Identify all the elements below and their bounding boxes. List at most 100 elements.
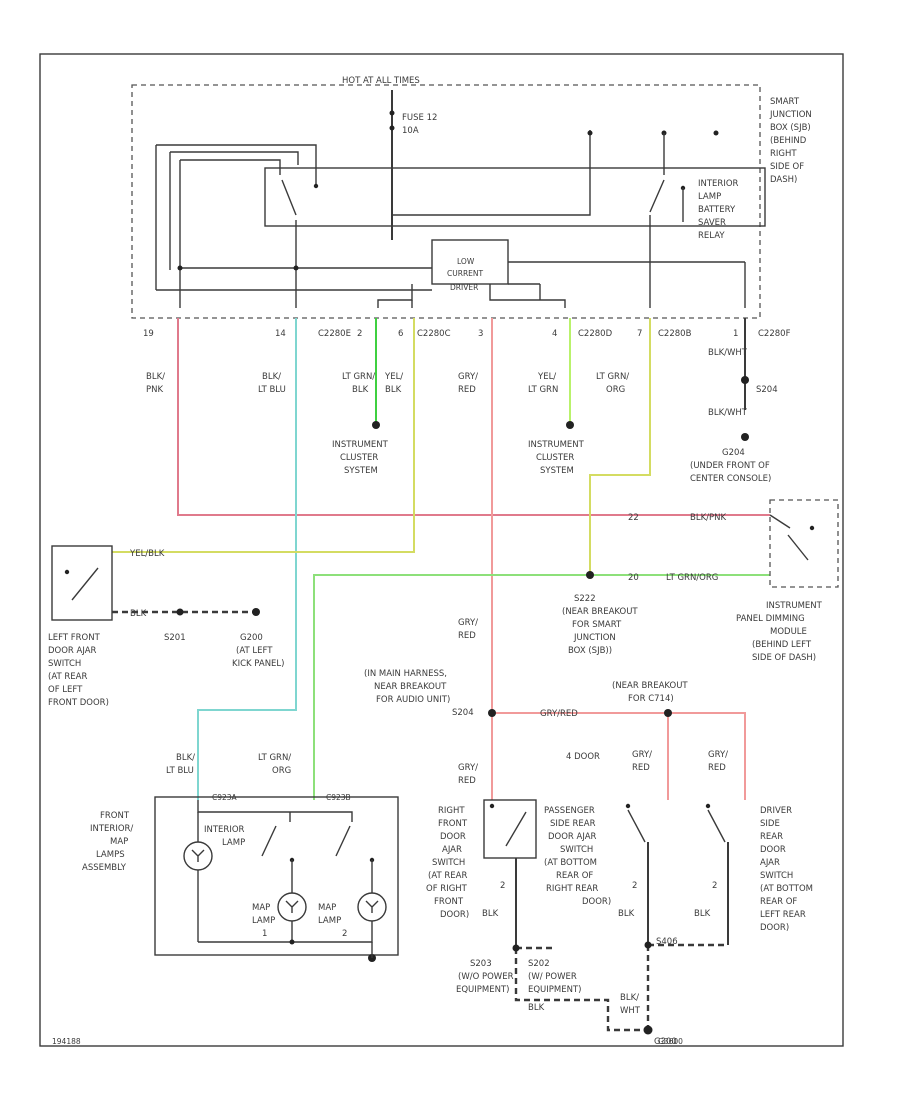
svg-text:RIGHT: RIGHT — [438, 806, 465, 816]
svg-text:RED: RED — [458, 631, 476, 641]
svg-text:FRONT: FRONT — [438, 819, 468, 829]
svg-text:RED: RED — [708, 763, 726, 773]
svg-text:CLUSTER: CLUSTER — [340, 453, 378, 463]
svg-text:BATTERY: BATTERY — [698, 205, 736, 215]
svg-text:RED: RED — [632, 763, 650, 773]
conn-c2280e: C2280E — [318, 329, 351, 339]
svg-text:(AT REAR: (AT REAR — [428, 871, 467, 881]
s406-label: S406 — [656, 937, 678, 947]
pin-14: 14 — [275, 329, 286, 339]
sjb-boundary — [131, 84, 761, 319]
g204-label: G204 (UNDER FRONT OF CENTER CONSOLE) — [690, 448, 771, 484]
map-c-left: C923A — [212, 793, 238, 802]
svg-text:DOOR): DOOR) — [582, 897, 611, 907]
svg-text:S202: S202 — [528, 959, 550, 969]
conn-c2280f: C2280F — [758, 329, 791, 339]
svg-text:JUNCTION: JUNCTION — [573, 633, 616, 643]
svg-text:SWITCH: SWITCH — [560, 845, 593, 855]
svg-text:OF RIGHT: OF RIGHT — [426, 884, 468, 894]
svg-text:RED: RED — [458, 776, 476, 786]
label-blk-ltblu: BLK/LT BLU — [258, 372, 286, 395]
svg-text:MODULE: MODULE — [770, 627, 807, 637]
s203-label: S203 (W/O POWER EQUIPMENT) — [456, 959, 514, 995]
svg-text:SIDE: SIDE — [760, 819, 780, 829]
svg-text:JUNCTION: JUNCTION — [769, 110, 812, 120]
svg-text:(AT BOTTOM: (AT BOTTOM — [760, 884, 813, 894]
wire-ltgrn-org-top — [589, 318, 651, 575]
s201-label: S201 — [164, 633, 186, 643]
svg-text:FRONT DOOR): FRONT DOOR) — [48, 698, 109, 708]
diagram-frame — [39, 53, 844, 1047]
label-ltgrn-blk: LT GRN/BLK — [342, 372, 375, 395]
pin-4: 4 — [552, 329, 557, 339]
svg-text:SMART: SMART — [770, 97, 800, 107]
svg-text:(BEHIND: (BEHIND — [770, 136, 807, 146]
conn-c2280b: C2280B — [658, 329, 692, 339]
rf-door-label: RIGHT FRONT DOOR AJAR SWITCH (AT REAR OF… — [426, 806, 469, 920]
svg-text:BLK/: BLK/ — [176, 753, 195, 763]
svg-text:MAP: MAP — [252, 903, 270, 913]
svg-text:BLK: BLK — [385, 385, 402, 395]
svg-text:PNK: PNK — [146, 385, 163, 395]
svg-text:(AT BOTTOM: (AT BOTTOM — [544, 858, 597, 868]
label-ltgrn-org: LT GRN/ORG — [596, 372, 629, 395]
sjb-label: SMART JUNCTION BOX (SJB) (BEHIND RIGHT S… — [769, 97, 812, 185]
blk-label: BLK — [528, 1003, 545, 1013]
svg-text:GRY/: GRY/ — [458, 763, 478, 773]
label-yel-blk: YEL/BLK — [384, 372, 403, 395]
wire-ltgrn-org — [313, 574, 770, 800]
svg-text:RELAY: RELAY — [698, 231, 725, 241]
svg-text:LT GRN/: LT GRN/ — [258, 753, 291, 763]
svg-text:GRY/: GRY/ — [458, 372, 478, 382]
map-lamp-assembly — [154, 796, 399, 956]
svg-text:REAR: REAR — [760, 832, 783, 842]
figure-id: 194188 — [52, 1037, 81, 1046]
relay-label: INTERIOR LAMP BATTERY SAVER RELAY — [698, 179, 739, 241]
svg-text:INSTRUMENT: INSTRUMENT — [766, 601, 823, 611]
svg-text:2: 2 — [342, 929, 347, 939]
svg-text:G204: G204 — [722, 448, 745, 458]
dr-pin: 2 — [712, 881, 717, 891]
label-blk-wht-2: BLK/WHT — [708, 408, 748, 418]
svg-text:SAVER: SAVER — [698, 218, 726, 228]
svg-text:SWITCH: SWITCH — [760, 871, 793, 881]
svg-text:REAR OF: REAR OF — [760, 897, 797, 907]
wire-yel-blk — [112, 318, 415, 553]
svg-text:DRIVER: DRIVER — [450, 283, 478, 292]
svg-text:DOOR AJAR: DOOR AJAR — [48, 646, 97, 656]
fuse-rating: 10A — [402, 126, 419, 136]
svg-text:LAMP: LAMP — [698, 192, 721, 202]
svg-text:(UNDER FRONT OF: (UNDER FRONT OF — [690, 461, 770, 471]
svg-text:GRY/: GRY/ — [632, 750, 652, 760]
svg-text:SWITCH: SWITCH — [48, 659, 81, 669]
svg-text:1: 1 — [262, 929, 267, 939]
battery-saver-relay — [264, 167, 766, 227]
svg-text:S222: S222 — [574, 594, 596, 604]
svg-text:FOR AUDIO UNIT): FOR AUDIO UNIT) — [376, 695, 450, 705]
svg-text:DOOR AJAR: DOOR AJAR — [548, 832, 597, 842]
svg-text:LAMPS: LAMPS — [96, 850, 125, 860]
svg-text:LT GRN: LT GRN — [528, 385, 558, 395]
svg-text:DRIVER: DRIVER — [760, 806, 792, 816]
svg-text:SIDE OF DASH): SIDE OF DASH) — [752, 653, 816, 663]
svg-text:EQUIPMENT): EQUIPMENT) — [456, 985, 510, 995]
svg-text:CURRENT: CURRENT — [447, 269, 483, 278]
svg-text:SYSTEM: SYSTEM — [540, 466, 574, 476]
map-wire-right: LT GRN/ORG — [258, 753, 291, 776]
svg-text:YEL/: YEL/ — [384, 372, 403, 382]
svg-text:FOR C714): FOR C714) — [628, 694, 674, 704]
svg-text:RIGHT: RIGHT — [770, 149, 797, 159]
svg-text:SIDE OF: SIDE OF — [770, 162, 804, 172]
four-door: 4 DOOR — [566, 752, 600, 762]
ipdm-pin-20: 20 — [628, 573, 639, 583]
svg-text:LT GRN/: LT GRN/ — [342, 372, 375, 382]
blk-bot-label: BLK/WHT — [620, 993, 641, 1016]
svg-text:INTERIOR: INTERIOR — [204, 825, 245, 835]
pin-6: 6 — [398, 329, 403, 339]
label-gry-red: GRY/RED — [458, 372, 478, 395]
svg-text:BOX (SJB): BOX (SJB) — [770, 123, 811, 133]
svg-text:G200: G200 — [240, 633, 263, 643]
svg-text:S204: S204 — [452, 708, 474, 718]
